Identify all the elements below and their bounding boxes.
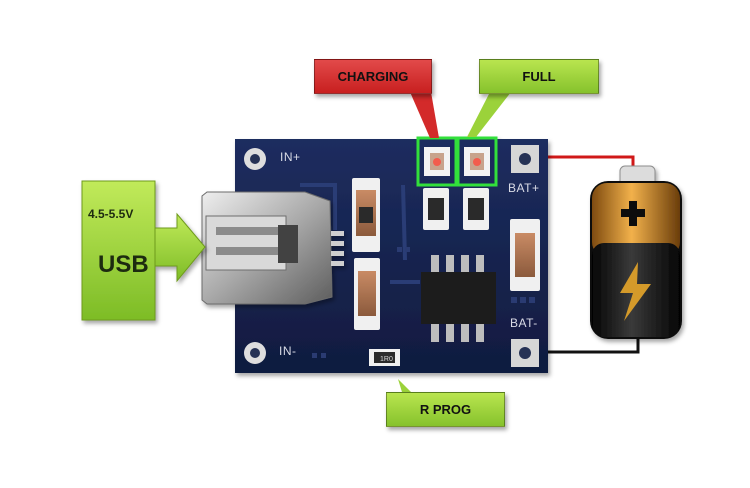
in-minus-label: IN- bbox=[279, 344, 297, 358]
charger-ic bbox=[421, 255, 496, 342]
charging-callout-pointer bbox=[410, 92, 439, 138]
full-led bbox=[473, 158, 481, 166]
usb-callout-arrow bbox=[81, 180, 206, 321]
r-prog-code: 1R0 bbox=[380, 356, 393, 363]
bat-plus-label: BAT+ bbox=[508, 181, 540, 195]
charging-callout: CHARGING bbox=[314, 59, 432, 94]
mini-usb-connector bbox=[201, 191, 344, 305]
battery bbox=[590, 165, 682, 339]
black-wire bbox=[530, 335, 640, 354]
full-led-highlight bbox=[456, 136, 498, 187]
r-prog-callout: R PROG bbox=[386, 392, 505, 427]
usb-label: USB bbox=[98, 251, 149, 278]
bat-minus-label: BAT- bbox=[510, 316, 538, 330]
usb-voltage-label: 4.5-5.5V bbox=[88, 207, 134, 221]
full-callout-pointer bbox=[467, 92, 511, 137]
lightning-icon bbox=[620, 262, 651, 321]
in-plus-label: IN+ bbox=[280, 150, 301, 164]
full-callout: FULL bbox=[479, 59, 599, 94]
charging-led bbox=[433, 158, 441, 166]
